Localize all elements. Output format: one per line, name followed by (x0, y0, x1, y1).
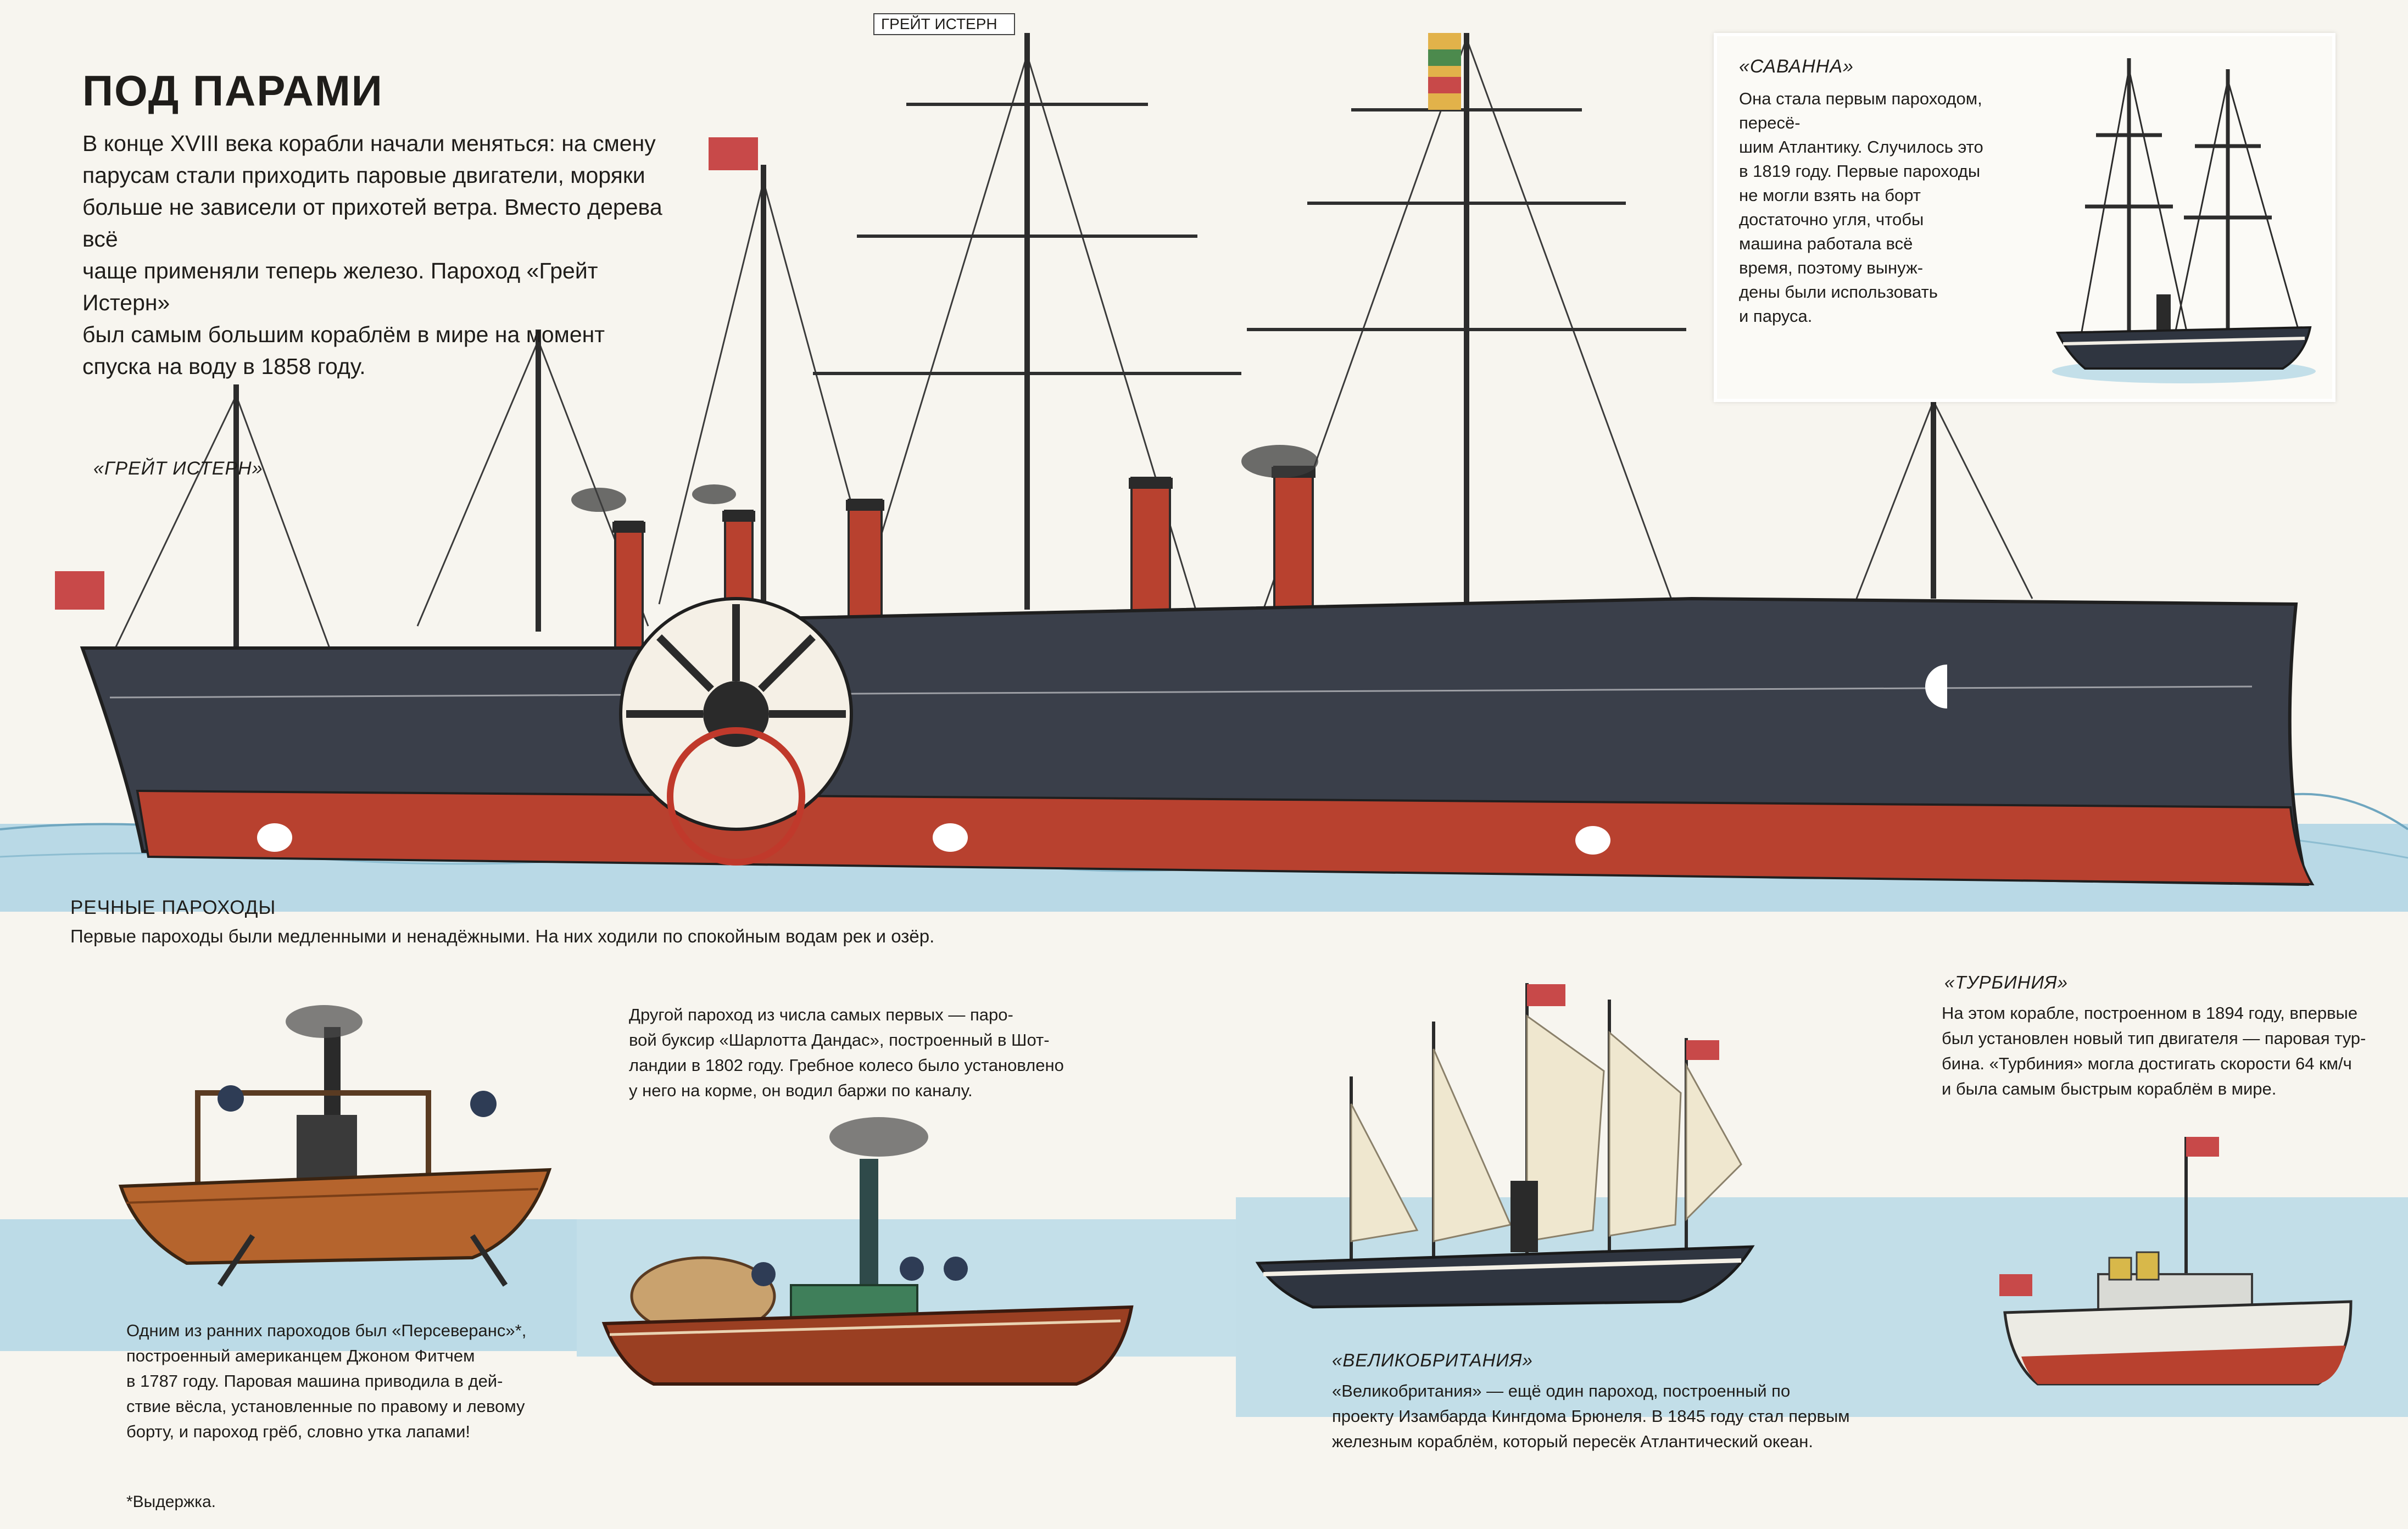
perseverance-illustration (118, 1005, 552, 1287)
savannah-line: время, поэтому вынуж- (1739, 258, 1924, 277)
intro-line: был самым большим кораблём в мире на мом… (82, 322, 605, 347)
perseverance-line: ствие вёсла, установленные по правому и … (126, 1397, 525, 1416)
charlotte-dundas-line: вой буксир «Шарлотта Дандас», построенны… (629, 1030, 1050, 1050)
savannah-line: машина работала всё (1739, 234, 1913, 253)
savannah-line: Она стала первым пароходом, пересё- (1739, 89, 1982, 132)
intro-line: В конце XVIII века корабли начали менять… (82, 131, 656, 156)
charlotte-dundas-caption: Другой пароход из числа самых первых — п… (629, 1002, 1123, 1103)
river-steamers-text: Первые пароходы были медленными и ненадё… (70, 926, 935, 946)
perseverance-line: Одним из ранних пароходов был «Персевера… (126, 1321, 527, 1340)
savannah-line: в 1819 году. Первые пароходы (1739, 161, 1981, 181)
great-britain-label: «ВЕЛИКОБРИТАНИЯ» (1332, 1350, 1533, 1370)
great-britain-line: проекту Изамбарда Кингдома Брюнеля. В 18… (1332, 1407, 1850, 1426)
savannah-panel: «САВАННА» Она стала первым пароходом, пе… (1714, 33, 2335, 402)
turbinia-illustration (1999, 1137, 2353, 1386)
savannah-label: «САВАННА» (1739, 56, 1854, 77)
charlotte-dundas-line: ландии в 1802 году. Гребное колесо было … (629, 1056, 1064, 1075)
turbinia-line: и была самым быстрым кораблём в мире. (1942, 1079, 2277, 1098)
savannah-line: достаточно угля, чтобы (1739, 210, 1924, 229)
great-eastern-label: «ГРЕЙТ ИСТЕРН» (93, 458, 263, 479)
perseverance-line: в 1787 году. Паровая машина приводила в … (126, 1371, 503, 1391)
great-eastern-pennant: ГРЕЙТ ИСТЕРН (873, 13, 1015, 35)
intro-line: больше не зависели от прихотей ветра. Вм… (82, 194, 662, 252)
perseverance-caption: Одним из ранних пароходов был «Персевера… (126, 1318, 566, 1444)
turbinia-caption: На этом корабле, построенном в 1894 году… (1942, 1001, 2392, 1102)
great-britain-illustration (1255, 983, 1755, 1309)
great-britain-caption: «Великобритания» — ещё один пароход, пос… (1332, 1379, 1892, 1454)
intro-line: спуска на воду в 1858 году. (82, 354, 366, 379)
savannah-line: дены были использовать (1739, 282, 1938, 302)
great-eastern-illustration (55, 33, 2315, 886)
charlotte-dundas-line: Другой пароход из числа самых первых — п… (629, 1005, 1013, 1024)
perseverance-line: построенный американцем Джоном Фитчем (126, 1346, 475, 1365)
page-title: ПОД ПАРАМИ (82, 66, 383, 115)
perseverance-line: борту, и пароход грёб, словно утка лапам… (126, 1422, 471, 1441)
savannah-line: не могли взять на борт (1739, 186, 1921, 205)
intro-line: парусам стали приходить паровые двигател… (82, 163, 645, 188)
great-britain-line: «Великобритания» — ещё один пароход, пос… (1332, 1381, 1791, 1400)
savannah-line: шим Атлантику. Случилось это (1739, 137, 1983, 157)
turbinia-line: бина. «Турбиния» могла достигать скорост… (1942, 1054, 2352, 1073)
turbinia-line: был установлен новый тип двигателя — пар… (1942, 1029, 2366, 1048)
river-steamers-heading: РЕЧНЫЕ ПАРОХОДЫ (70, 897, 276, 918)
turbinia-label: «ТУРБИНИЯ» (1944, 972, 2068, 992)
charlotte-dundas-line: у него на корме, он водил баржи по канал… (629, 1081, 973, 1100)
savannah-caption: Она стала первым пароходом, пересё- шим … (1739, 87, 2047, 328)
turbinia-line: На этом корабле, построенном в 1894 году… (1942, 1003, 2358, 1023)
intro-text: В конце XVIII века корабли начали менять… (82, 127, 665, 382)
savannah-illustration (2052, 58, 2316, 383)
charlotte-dundas-illustration (601, 1117, 1134, 1386)
great-britain-line: железным кораблём, который пересёк Атлан… (1332, 1432, 1813, 1451)
intro-line: чаще применяли теперь железо. Пароход «Г… (82, 258, 598, 315)
footnote: *Выдержка. (126, 1493, 216, 1511)
savannah-line: и паруса. (1739, 306, 1813, 326)
